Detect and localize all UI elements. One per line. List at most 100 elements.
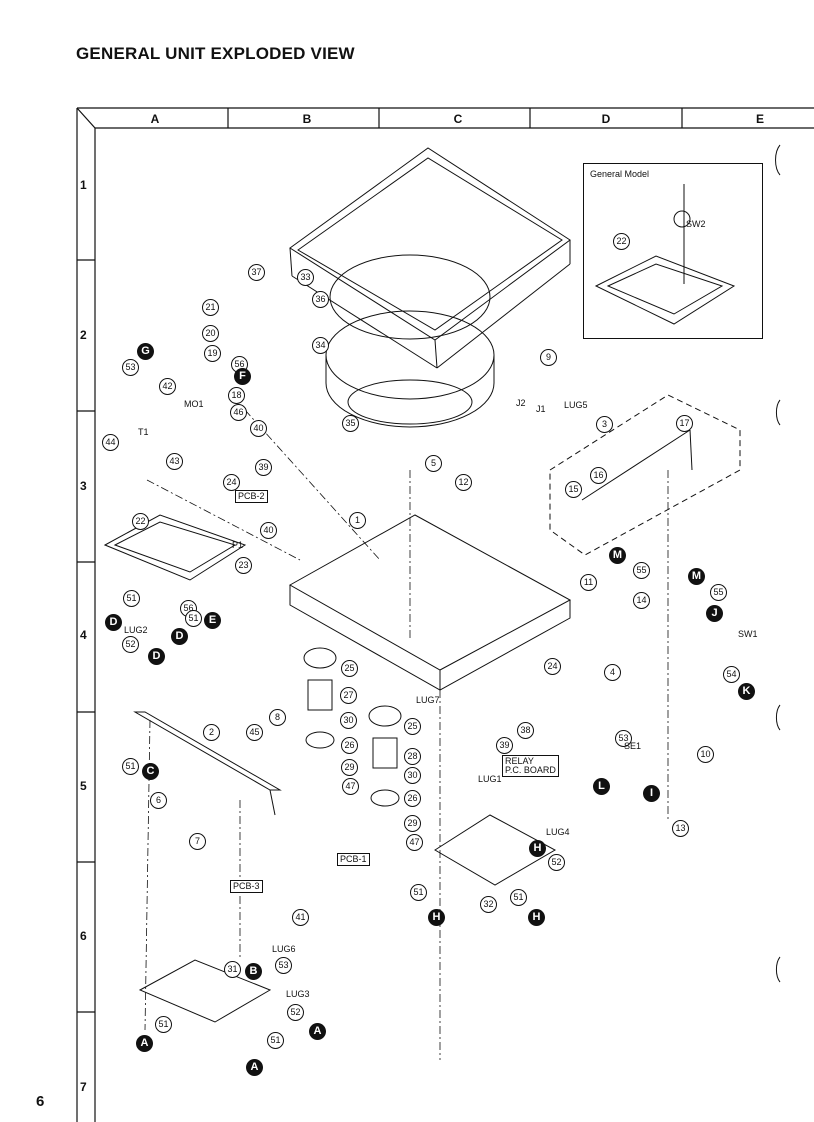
platter-part: [325, 254, 495, 428]
grid-row-3: 3: [80, 479, 87, 493]
part-number-callout: 38: [517, 722, 534, 739]
part-number-callout: 55: [633, 562, 650, 579]
dust-cover-part: [289, 147, 571, 369]
leader-lines: [144, 409, 669, 1060]
component-label: LUG1: [478, 774, 502, 784]
part-number-callout: 51: [510, 889, 527, 906]
chassis-part: [288, 514, 572, 691]
component-label: SE1: [624, 741, 642, 751]
part-number-callout: 25: [341, 660, 358, 677]
part-number-callout: 36: [312, 291, 329, 308]
tonearm-part: [549, 394, 741, 556]
grid-row-5: 5: [80, 779, 87, 793]
part-number-callout: 9: [540, 349, 557, 366]
bottom-cover-32: [434, 814, 557, 886]
part-number-callout: 52: [122, 636, 139, 653]
grid-row-1: 1: [80, 178, 87, 192]
reference-letter-callout: J: [706, 605, 723, 622]
reference-letter-callout: A: [136, 1035, 153, 1052]
component-label: MO1: [184, 399, 204, 409]
grid-row-6: 6: [80, 929, 87, 943]
part-number-callout: 7: [189, 833, 206, 850]
part-number-callout: 39: [255, 459, 272, 476]
part-number-callout: 53: [275, 957, 292, 974]
component-label: J1: [536, 404, 546, 414]
reference-letter-callout: H: [428, 909, 445, 926]
reference-letter-callout: A: [246, 1059, 263, 1076]
grid-row-2: 2: [80, 328, 87, 342]
bottom-cover-31: [138, 959, 272, 1023]
part-number-callout: 41: [292, 909, 309, 926]
reference-letter-callout: L: [593, 778, 610, 795]
part-number-callout: 30: [340, 712, 357, 729]
part-number-callout: 13: [672, 820, 689, 837]
spring-stack-1: [303, 647, 337, 749]
part-number-callout: 8: [269, 709, 286, 726]
part-number-callout: 46: [230, 404, 247, 421]
part-number-callout: 16: [590, 467, 607, 484]
spring-stack-2: [368, 705, 402, 807]
page-number: 6: [36, 1093, 45, 1110]
part-number-callout: 19: [204, 345, 221, 362]
reference-letter-callout: F: [234, 368, 251, 385]
component-label: P1: [232, 540, 244, 550]
part-number-callout: 18: [228, 387, 245, 404]
part-number-callout: 55: [710, 584, 727, 601]
part-number-callout: 28: [404, 748, 421, 765]
part-number-callout: 30: [404, 767, 421, 784]
bottom-cover-22: [103, 514, 247, 581]
reference-letter-callout: A: [309, 1023, 326, 1040]
part-number-callout: 3: [596, 416, 613, 433]
part-number-callout: 15: [565, 481, 582, 498]
part-number-callout: 21: [202, 299, 219, 316]
reference-letter-callout: H: [528, 909, 545, 926]
part-number-callout: 17: [676, 415, 693, 432]
component-label: LUG3: [286, 989, 310, 999]
component-label: J2: [516, 398, 526, 408]
part-number-callout: 11: [580, 574, 597, 591]
reference-letter-callout: E: [204, 612, 221, 629]
grid-row-4: 4: [80, 628, 87, 642]
part-number-callout: 54: [723, 666, 740, 683]
grid-frame: [76, 107, 814, 1122]
part-number-callout: 34: [312, 337, 329, 354]
grid-column-a: A: [150, 112, 160, 126]
part-number-callout: 14: [633, 592, 650, 609]
part-number-callout: 51: [185, 610, 202, 627]
part-number-callout: 29: [404, 815, 421, 832]
reference-letter-callout: H: [529, 840, 546, 857]
component-label: PCB-1: [337, 853, 370, 866]
grid-column-e: E: [755, 112, 764, 126]
component-label: LUG5: [564, 400, 588, 410]
grid-row-7: 7: [80, 1080, 87, 1094]
part-number-callout: 33: [297, 269, 314, 286]
reference-letter-callout: M: [609, 547, 626, 564]
part-number-callout: 22: [132, 513, 149, 530]
part-number-callout: 45: [246, 724, 263, 741]
part-number-callout: 43: [166, 453, 183, 470]
part-number-callout: 37: [248, 264, 265, 281]
part-number-callout: 1: [349, 512, 366, 529]
sub-panel-drawing: [594, 184, 736, 325]
page-title: GENERAL UNIT EXPLODED VIEW: [76, 44, 355, 63]
part-number-callout: 32: [480, 896, 497, 913]
component-label: LUG6: [272, 944, 296, 954]
part-number-callout: 29: [341, 759, 358, 776]
tonearm-arm: [581, 429, 693, 501]
part-number-callout: 23: [235, 557, 252, 574]
grid-column-b: B: [302, 112, 312, 126]
inset-title: General Model: [590, 169, 650, 179]
part-number-callout: 44: [102, 434, 119, 451]
component-label: LUG7: [416, 695, 440, 705]
part-number-callout: 40: [260, 522, 277, 539]
grid-column-d: D: [601, 112, 611, 126]
part-number-callout: 22: [613, 233, 630, 250]
part-number-callout: 20: [202, 325, 219, 342]
component-label: T1: [138, 427, 149, 437]
reference-letter-callout: M: [688, 568, 705, 585]
grid-column-c: C: [453, 112, 463, 126]
component-label: LUG4: [546, 827, 570, 837]
reference-letter-callout: I: [643, 785, 660, 802]
component-label: SW2: [686, 219, 706, 229]
part-number-callout: 2: [203, 724, 220, 741]
